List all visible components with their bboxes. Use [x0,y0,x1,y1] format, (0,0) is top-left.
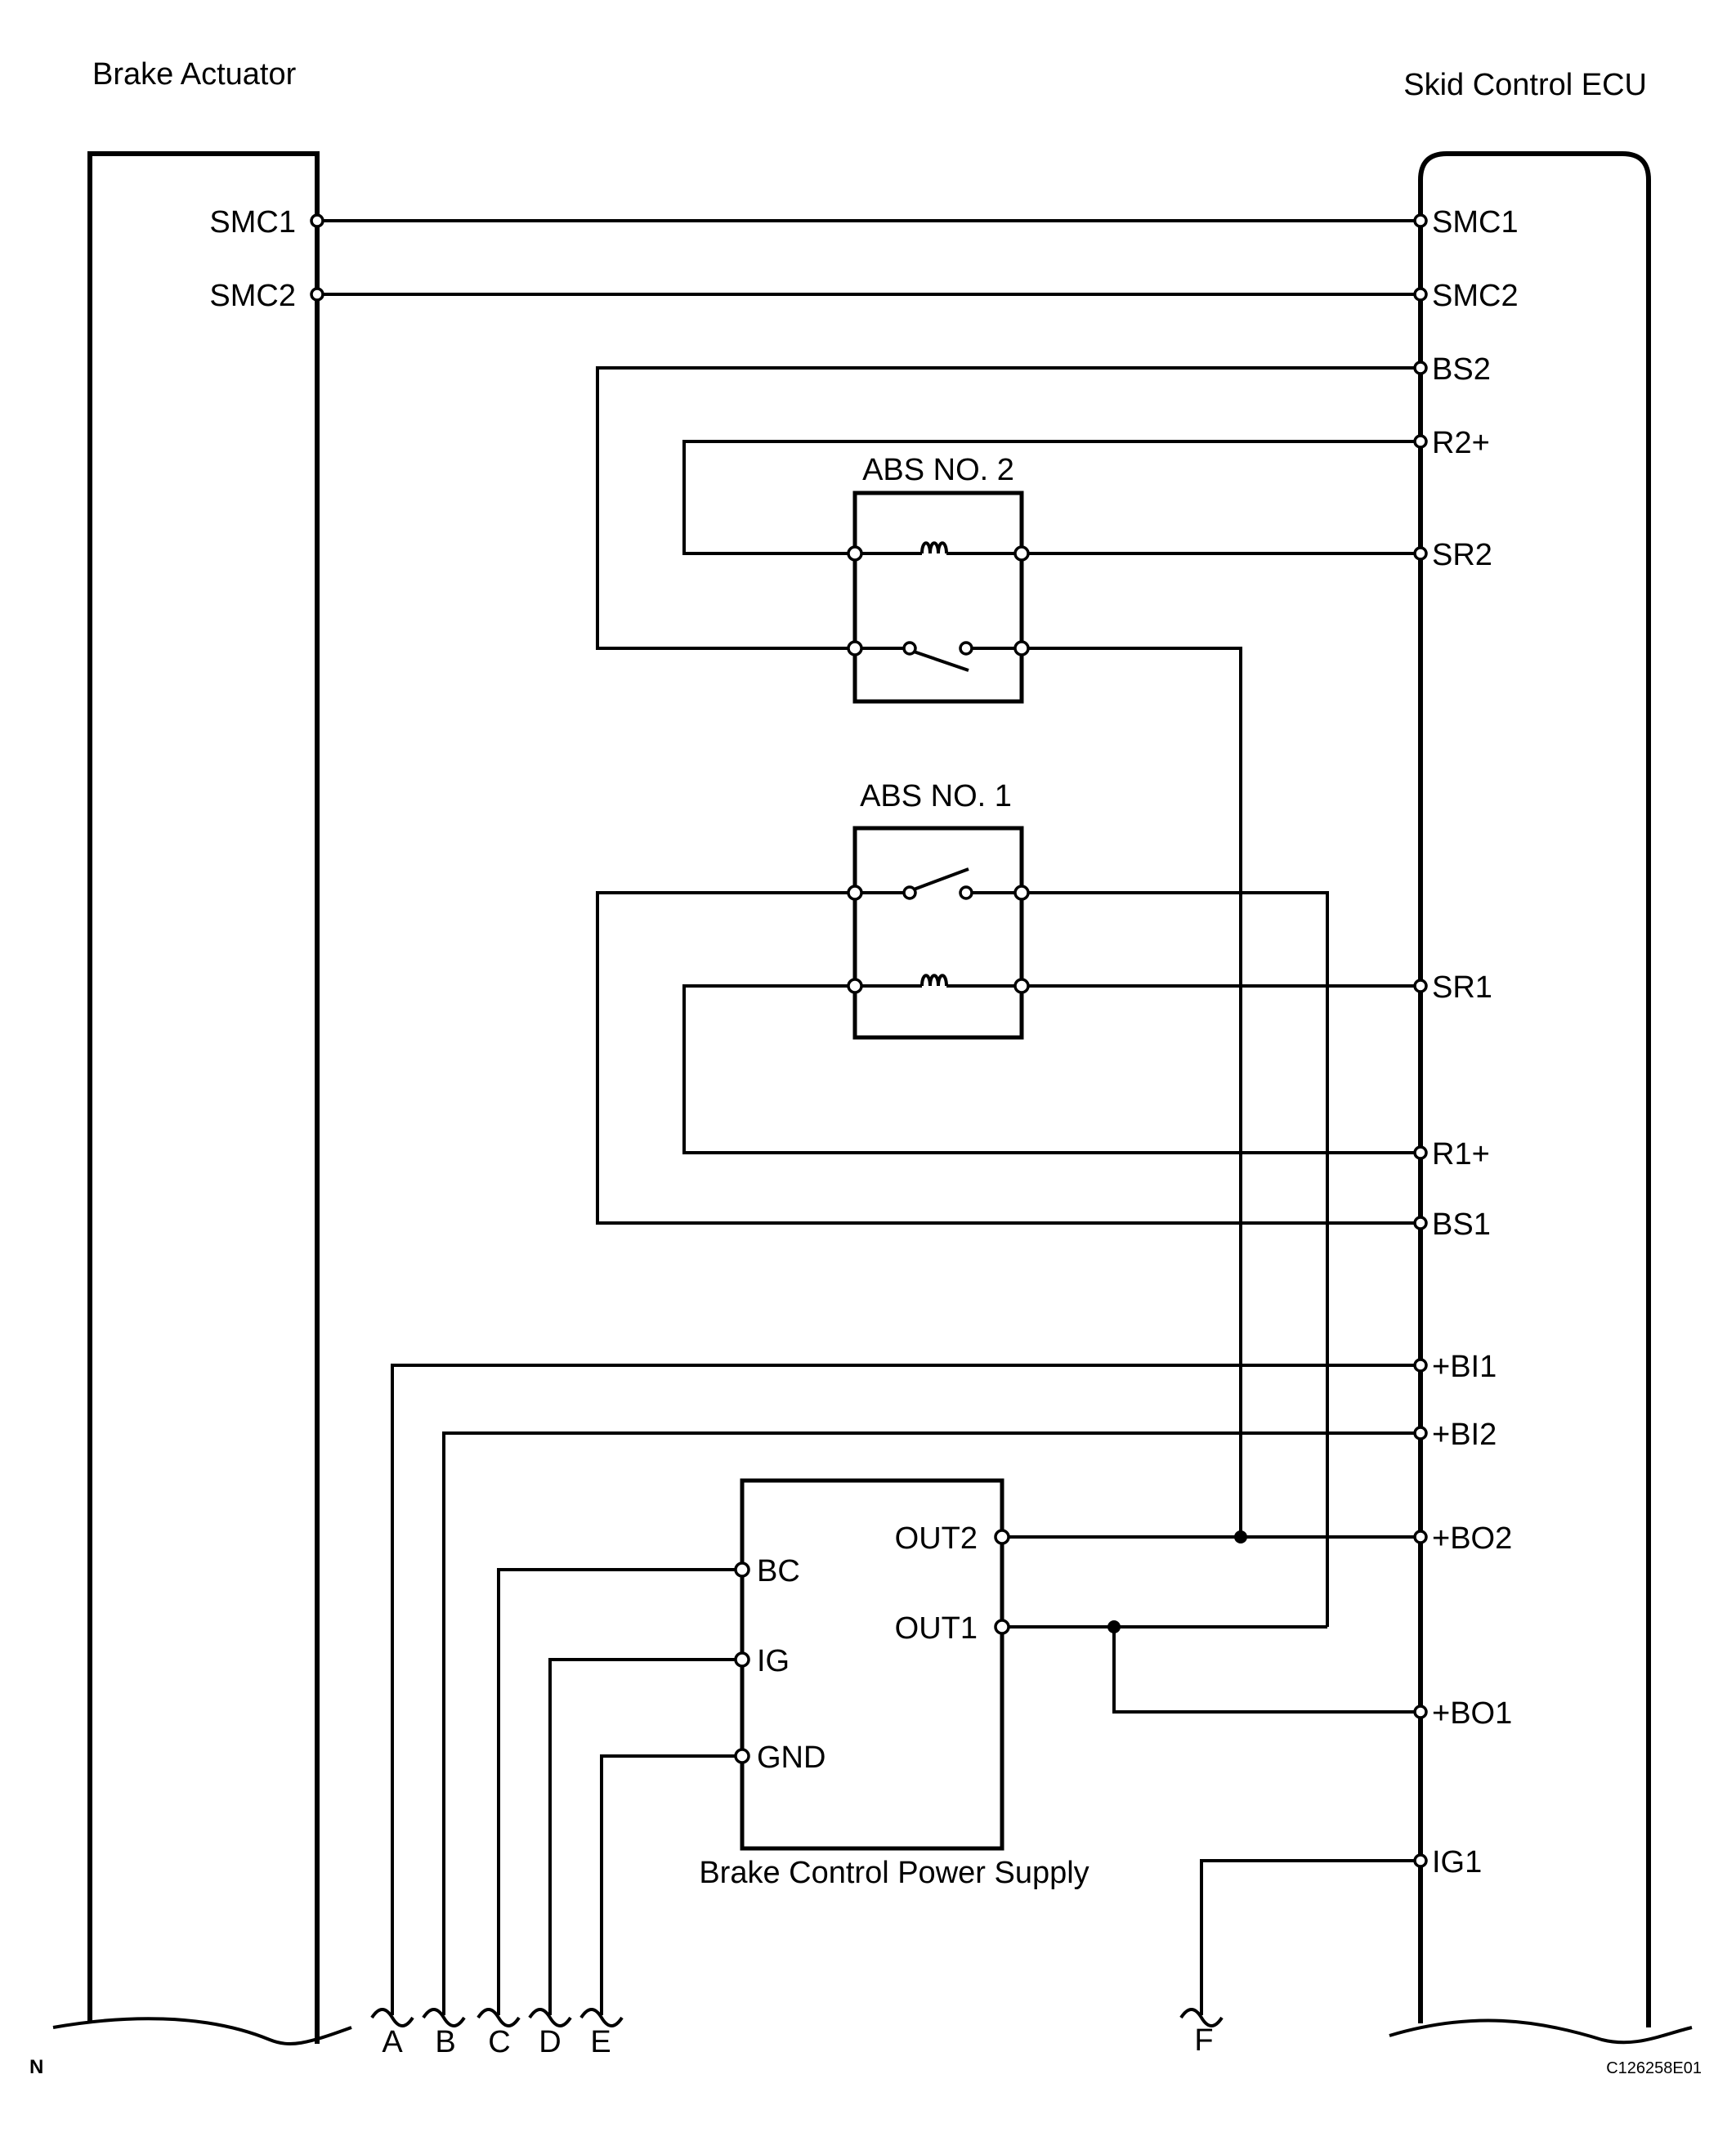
terminal-ecu-sr2 [1413,546,1428,561]
label-ecu-bi2: +BI2 [1432,1418,1497,1452]
terminal-ecu-r1plus [1413,1145,1428,1160]
corner-mark: N [29,2056,43,2078]
relay-abs2-coil [920,541,948,554]
terminal-ecu-bi2 [1413,1426,1428,1440]
terminal-ecu-smc2 [1413,287,1428,302]
wire-bi2 [442,1431,1421,2015]
wire-abs2-to-bo2 [1022,647,1242,1537]
label-ecu-r1plus: R1+ [1432,1137,1490,1172]
terminal-actuator-smc2 [310,287,324,302]
connector-label-c: C [488,2025,510,2059]
label-actuator-smc2: SMC2 [209,279,296,313]
terminal-ps-bc [734,1561,750,1578]
label-ecu-sr1: SR1 [1432,970,1492,1005]
connector-label-f: F [1194,2023,1213,2058]
skid-control-ecu-title: Skid Control ECU [1403,68,1647,102]
connector-label-e: E [590,2025,611,2059]
wire-break-marks [370,2008,1224,2027]
relay-abs1-box [852,826,1024,1040]
label-ecu-smc1: SMC1 [1432,205,1519,240]
figure-code: C126258E01 [1606,2059,1702,2077]
label-ps-out2: OUT2 [895,1521,978,1556]
relay-abs2-switch [913,650,969,672]
wire-bc [497,1568,740,2015]
wire-r1plus [682,984,1421,1154]
relay-abs1-label: ABS NO. 1 [860,779,1012,813]
terminal-ps-gnd [734,1748,750,1764]
power-supply-box [740,1478,1004,1851]
junction-bo1 [1107,1620,1121,1633]
skid-control-ecu-body [1418,151,1651,2027]
label-ecu-bs2: BS2 [1432,352,1491,387]
ecu-break-curve [1389,2018,1693,2045]
terminal-ecu-bs2 [1413,361,1428,375]
wire-gnd [600,1754,740,2015]
actuator-break-curve [52,2017,352,2045]
terminal-ecu-r2plus [1413,434,1428,449]
wire-r2plus [682,440,1421,555]
terminal-ps-out1 [994,1619,1010,1635]
label-ps-bc: BC [757,1554,800,1588]
label-ecu-ig1: IG1 [1432,1845,1482,1879]
connector-label-a: A [382,2025,403,2059]
wire-abs1-to-out1 [1022,891,1329,1627]
terminal-ps-ig [734,1651,750,1668]
label-ecu-sr2: SR2 [1432,538,1492,572]
power-supply-label: Brake Control Power Supply [699,1856,1089,1890]
connector-label-d: D [539,2025,561,2059]
wire-ig [548,1658,740,2015]
terminal-ps-out2 [994,1529,1010,1545]
terminal-actuator-smc1 [310,213,324,228]
brake-actuator-body [87,151,320,2044]
label-actuator-smc1: SMC1 [209,205,296,240]
connector-label-b: B [435,2025,455,2059]
label-ps-ig: IG [757,1644,790,1678]
relay-abs1-switch [913,867,969,891]
label-ecu-bo2: +BO2 [1432,1521,1512,1556]
label-ecu-r2plus: R2+ [1432,426,1490,460]
terminal-ecu-bi1 [1413,1358,1428,1373]
wire-bi1 [391,1364,1421,2015]
label-ecu-smc2: SMC2 [1432,279,1519,313]
relay-abs2-box [852,491,1024,704]
brake-actuator-title: Brake Actuator [92,57,297,92]
label-ps-gnd: GND [757,1741,825,1775]
wire-bs2 [596,366,1421,650]
label-ecu-bo1: +BO1 [1432,1696,1512,1731]
junction-bo2 [1234,1530,1247,1543]
terminal-ecu-ig1 [1413,1853,1428,1868]
wire-bs1 [596,891,1421,1225]
label-ecu-bs1: BS1 [1432,1207,1491,1242]
terminal-ecu-bo1 [1413,1705,1428,1719]
terminal-ecu-smc1 [1413,213,1428,228]
terminal-ecu-bs1 [1413,1216,1428,1230]
label-ps-out1: OUT1 [895,1611,978,1646]
relay-abs2-label: ABS NO. 2 [862,453,1014,487]
wire-ig1 [1200,1859,1421,2015]
terminal-ecu-sr1 [1413,979,1428,993]
wire-bo1 [1112,1627,1421,1714]
relay-abs1-coil [920,974,948,987]
terminal-ecu-bo2 [1413,1530,1428,1544]
label-ecu-bi1: +BI1 [1432,1350,1497,1384]
